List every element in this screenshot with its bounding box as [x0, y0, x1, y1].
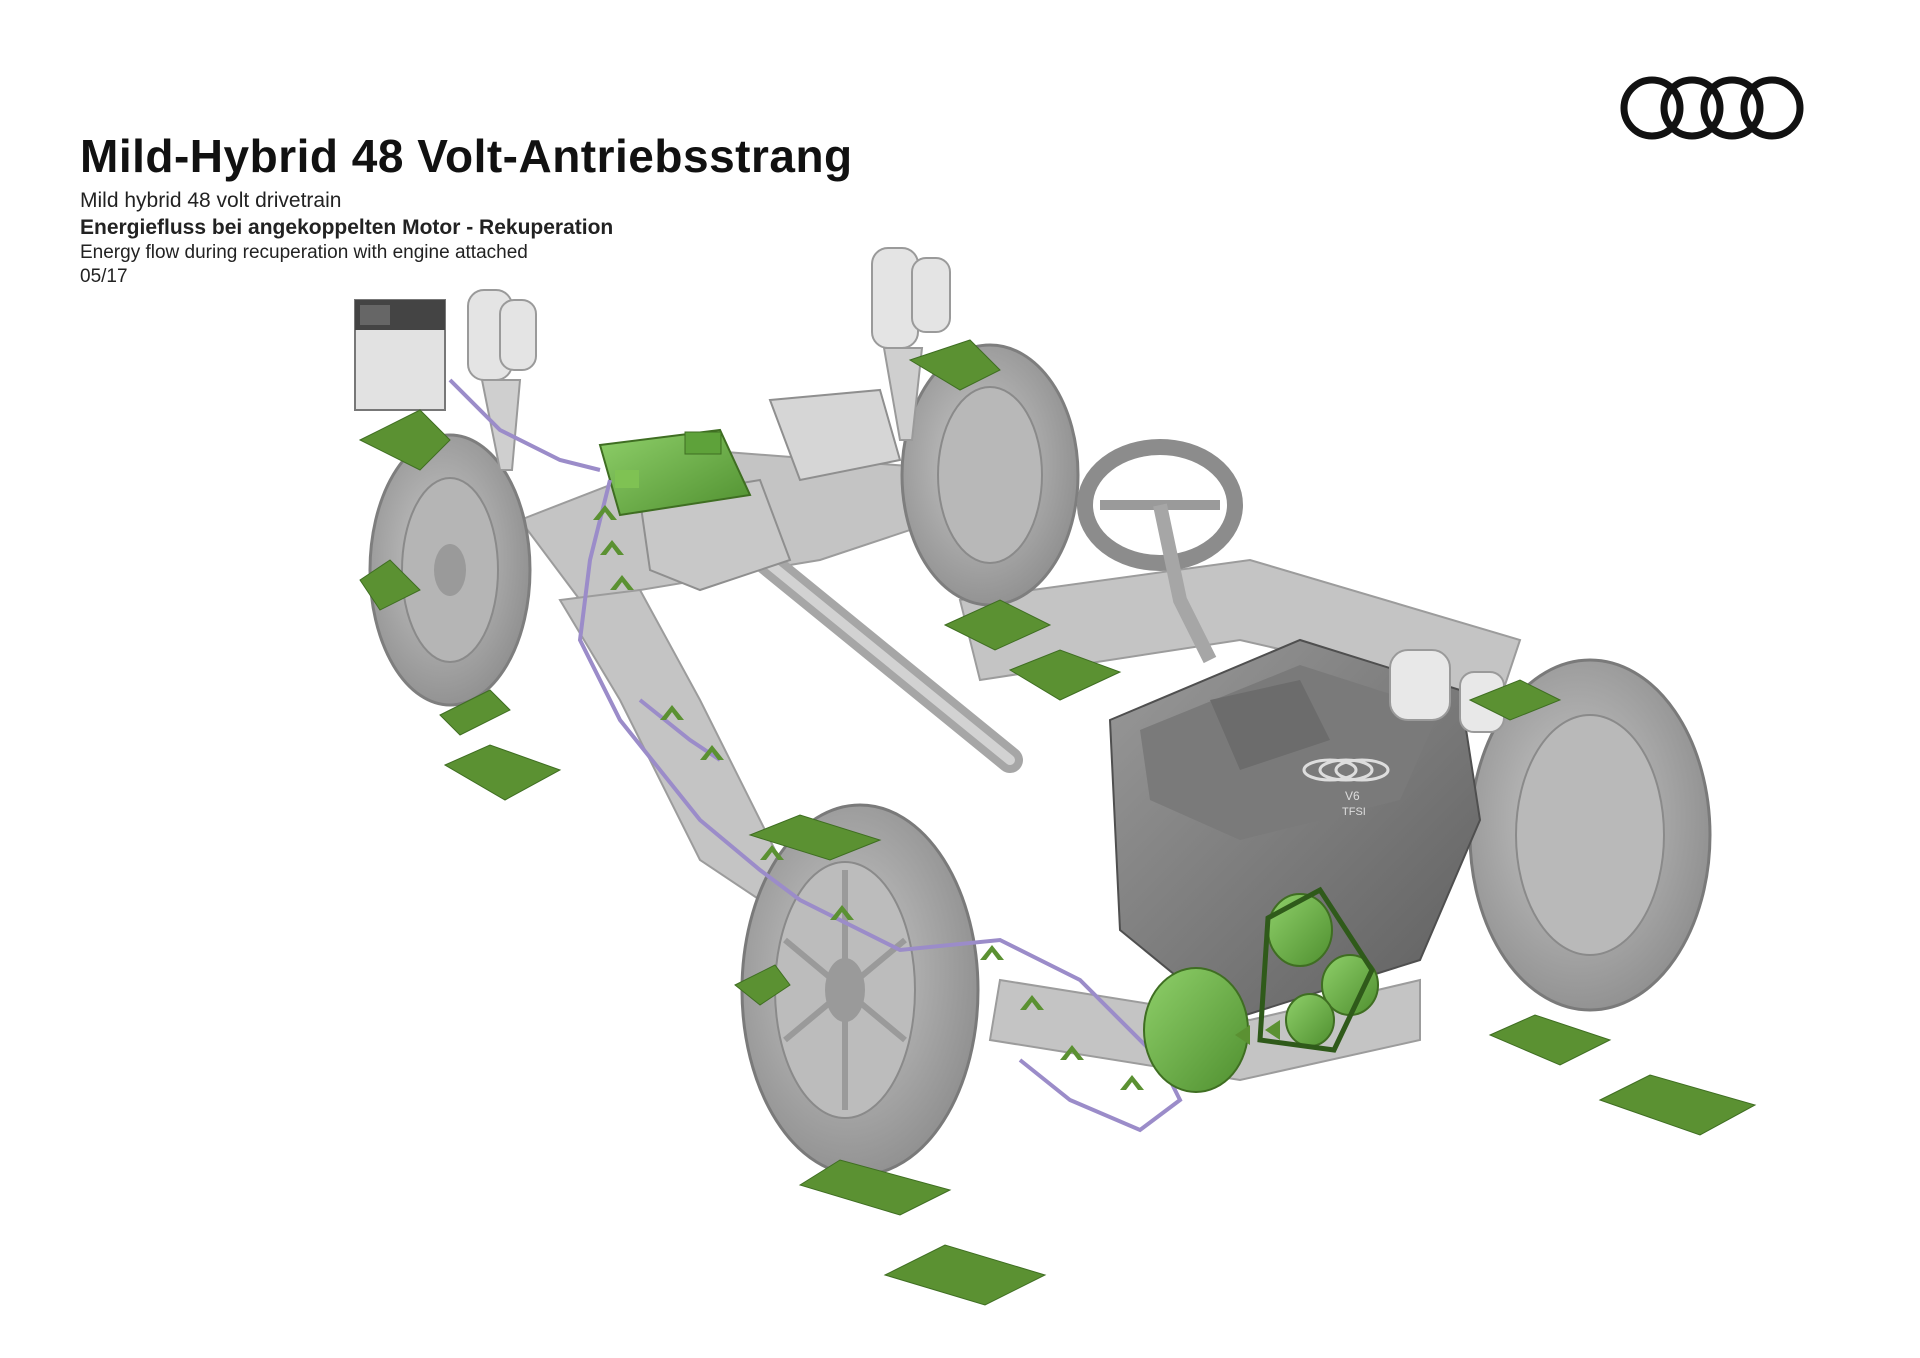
flow-arrow-8: [748, 814, 882, 861]
flow-arrow-14: [734, 964, 791, 1006]
page-title: Mild-Hybrid 48 Volt-Antriebsstrang: [80, 130, 853, 182]
date-label: 05/17: [80, 265, 128, 287]
engine-cover-tfsi-text: TFSI: [1342, 806, 1366, 818]
flow-arrow-13: [883, 1244, 1047, 1306]
flow-arrow-6: [943, 599, 1052, 651]
flow-arrow-4: [439, 689, 511, 736]
caption-en: Energy flow during recuperation with eng…: [80, 241, 528, 263]
flow-arrow-9: [1468, 679, 1562, 721]
wheel-front-left: [740, 803, 980, 1177]
energy-flow-arrows: [358, 339, 1757, 1306]
flow-arrow-12: [798, 1159, 952, 1216]
belt-starter-generator: [1143, 886, 1379, 1093]
header: Mild-Hybrid 48 Volt-Antriebsstrang Mild …: [80, 132, 1180, 288]
flow-arrow-7: [1008, 649, 1122, 701]
energy-flow-chevrons: [593, 505, 1280, 1090]
steering-wheel: [1077, 439, 1243, 664]
wheel-rear-left: [368, 433, 532, 707]
flow-arrow-2: [908, 339, 1001, 391]
four-rings-logo: [1620, 76, 1804, 140]
flow-arrow-11: [1598, 1074, 1757, 1136]
subtitle-en: Mild hybrid 48 volt drivetrain: [80, 189, 342, 213]
engine-v6: V6 TFSI: [1108, 638, 1482, 1022]
drive-shaft: [727, 527, 1023, 773]
flow-arrow-5: [443, 744, 562, 801]
flow-arrow-10: [1488, 1014, 1612, 1066]
battery-12v: [354, 299, 446, 411]
caption-de: Energiefluss bei angekoppelten Motor - R…: [80, 215, 614, 239]
air-suspension-struts: [467, 247, 951, 471]
flow-arrow-1: [358, 409, 451, 471]
rear-differential: [638, 388, 902, 592]
wheel-front-right: [1468, 658, 1712, 1012]
lithium-ion-battery-48v: [598, 428, 752, 517]
flow-arrow-3: [359, 559, 421, 611]
wheel-rear-right: [900, 343, 1080, 607]
engine-cover-v6-text: V6: [1345, 789, 1360, 803]
